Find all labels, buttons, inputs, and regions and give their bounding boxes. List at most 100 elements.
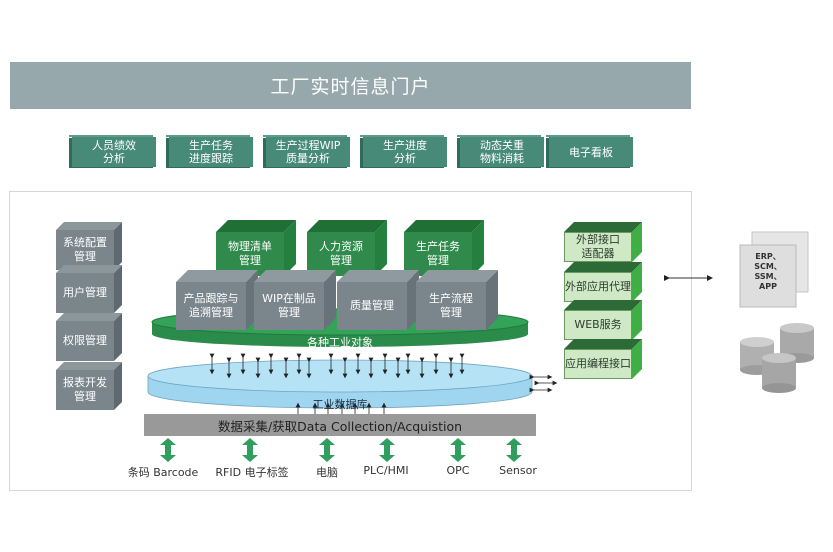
box-label-line1: 人力资源 xyxy=(319,240,363,253)
box-label: 人力资源管理 xyxy=(307,232,375,276)
source-label-opc: OPC xyxy=(446,464,470,477)
box-top xyxy=(337,270,419,282)
database-cylinders-icon xyxy=(740,323,814,393)
collection-up-arrows xyxy=(295,402,387,414)
analytics-label: 电子看板 xyxy=(569,145,613,159)
mes-module-gray: WIP在制品管理 xyxy=(254,270,336,330)
box-side xyxy=(114,265,122,313)
box-label-line1: 权限管理 xyxy=(63,334,107,347)
portal-title: 工厂实时信息门户 xyxy=(270,76,431,98)
admin-module: 系统配置管理 xyxy=(56,222,122,270)
box-label-line1: 物理清单 xyxy=(228,240,272,253)
box-label-line1: 用户管理 xyxy=(63,286,107,299)
box-label: 用户管理 xyxy=(56,273,114,313)
box-side xyxy=(114,222,122,270)
box-top xyxy=(564,262,642,272)
box-label: 物理清单管理 xyxy=(216,232,284,276)
mes-module-gray: 质量管理 xyxy=(337,270,419,330)
external-system: SCM、 xyxy=(754,262,782,271)
db-side-arrows xyxy=(529,374,558,393)
box-side xyxy=(632,262,642,302)
data-collection-bar: 数据采集/获取Data Collection/Acquistion xyxy=(144,414,536,436)
mes-module-gray: 生产流程管理 xyxy=(416,270,498,330)
analytics-label-line2: 质量分析 xyxy=(285,152,330,165)
box-side xyxy=(114,313,122,361)
mes-module-green: 物理清单管理 xyxy=(216,220,296,276)
box-label-line1: 质量管理 xyxy=(350,299,394,312)
box-label: 报表开发管理 xyxy=(56,370,114,410)
box-label-line2: 管理 xyxy=(74,250,96,263)
source-label-sensor: Sensor xyxy=(499,464,537,477)
analytics-label-line2: 进度跟踪 xyxy=(189,152,233,165)
box-label-line2: 适配器 xyxy=(581,247,615,260)
box-label: WIP在制品管理 xyxy=(254,282,324,330)
box-label-line2: 追溯管理 xyxy=(189,306,233,319)
box-top xyxy=(176,270,258,282)
box-label: 系统配置管理 xyxy=(56,230,114,270)
box-label-line1: 产品跟踪与 xyxy=(183,292,239,305)
box-label-line1: WIP在制品 xyxy=(262,292,316,305)
source-label-computer: 电脑 xyxy=(316,466,338,479)
box-top xyxy=(216,220,296,232)
source-label-barcode: 条码 Barcode xyxy=(127,466,199,479)
admin-module: 权限管理 xyxy=(56,313,122,361)
analytics-label: 生产任务进度跟踪 xyxy=(189,139,233,165)
database-layer-label: 工业数据库 xyxy=(312,398,368,411)
interface-module: 外部应用代理 xyxy=(564,262,642,302)
box-top xyxy=(564,339,642,349)
box-label-line2: 管理 xyxy=(74,390,96,403)
box-label: 生产任务管理 xyxy=(404,232,472,276)
box-side xyxy=(632,300,642,340)
box-side xyxy=(324,270,336,330)
box-top xyxy=(416,270,498,282)
box-label: 外部应用代理 xyxy=(564,272,632,302)
source-double-arrow xyxy=(160,438,176,462)
box-label-line1: 外部接口 xyxy=(576,233,620,246)
source-label-rfid: RFID 电子标签 xyxy=(215,466,289,479)
box-label-line2: 管理 xyxy=(440,306,462,319)
analytics-box-kanban: 电子看板 xyxy=(546,135,633,167)
analytics-label-line1: 动态关重 xyxy=(480,139,524,152)
interface-module: WEB服务 xyxy=(564,300,642,340)
source-double-arrow xyxy=(506,438,522,462)
external-systems-label: ERP、 SCM、 SSM、 APP xyxy=(741,252,795,292)
admin-module: 用户管理 xyxy=(56,265,122,313)
box-label: 应用编程接口 xyxy=(564,349,632,379)
external-system: SSM、 xyxy=(754,272,782,281)
box-side xyxy=(114,362,122,410)
analytics-box-material: 动态关重物料消耗 xyxy=(457,135,544,167)
admin-module: 报表开发管理 xyxy=(56,362,122,410)
box-top xyxy=(56,265,122,273)
objects-layer-label: 各种工业对象 xyxy=(307,336,373,349)
box-label: 生产流程管理 xyxy=(416,282,486,330)
box-label-line1: 生产流程 xyxy=(429,292,473,305)
analytics-box-progress: 生产进度分析 xyxy=(360,135,447,167)
box-label-line1: 报表开发 xyxy=(63,376,107,389)
external-system: APP xyxy=(759,282,777,291)
source-double-arrow xyxy=(450,438,466,462)
box-side xyxy=(375,220,387,276)
analytics-label-line2: 物料消耗 xyxy=(480,152,524,165)
box-label: 权限管理 xyxy=(56,321,114,361)
box-label-line1: WEB服务 xyxy=(574,318,622,331)
box-label-line2: 管理 xyxy=(330,254,352,267)
box-top xyxy=(56,313,122,321)
box-label: 产品跟踪与追溯管理 xyxy=(176,282,246,330)
analytics-box-task-tracking: 生产任务进度跟踪 xyxy=(166,135,253,167)
mes-module-green: 人力资源管理 xyxy=(307,220,387,276)
mes-module-gray: 产品跟踪与追溯管理 xyxy=(176,270,258,330)
box-top xyxy=(56,362,122,370)
box-label-line1: 外部应用代理 xyxy=(565,280,631,293)
box-side xyxy=(632,222,642,262)
box-label-line2: 管理 xyxy=(277,306,300,319)
source-double-arrow xyxy=(242,438,258,462)
box-label-line1: 应用编程接口 xyxy=(565,357,631,370)
analytics-label-line2: 分析 xyxy=(103,152,125,165)
source-label-plc-hmi: PLC/HMI xyxy=(363,464,409,477)
analytics-label-line1: 生产任务 xyxy=(189,139,233,152)
source-double-arrow xyxy=(319,438,335,462)
box-top xyxy=(254,270,336,282)
box-side xyxy=(632,339,642,379)
